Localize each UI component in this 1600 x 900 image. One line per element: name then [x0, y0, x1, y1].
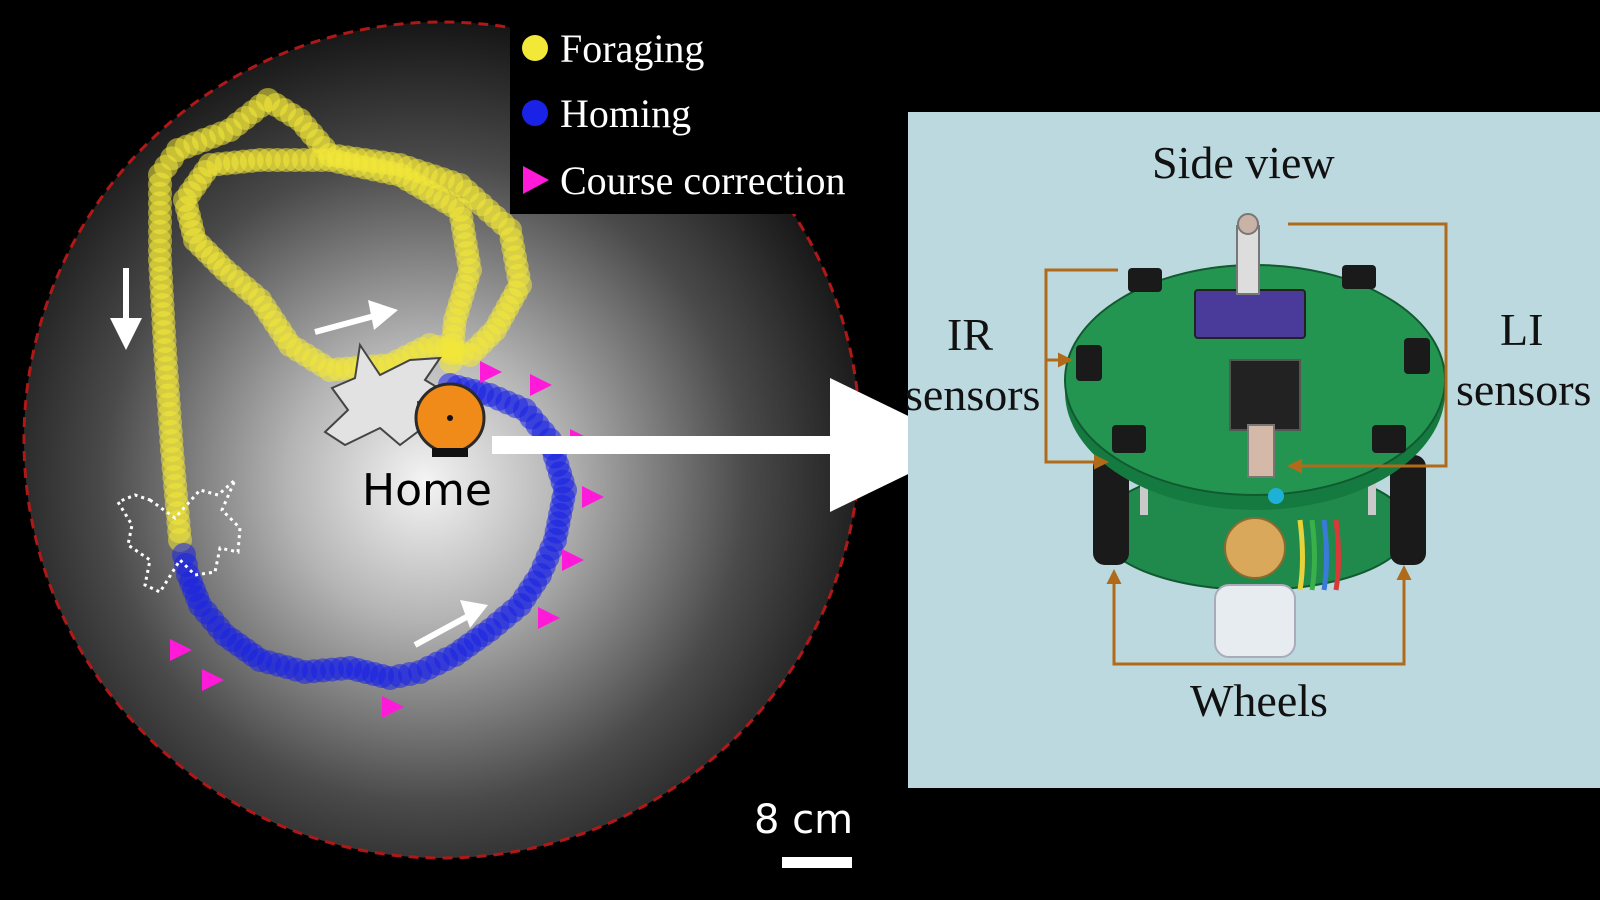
- lower-right-arrow-icon: [413, 600, 488, 648]
- robot-caster-icon: [1214, 584, 1296, 658]
- zoom-arrow-icon: [492, 378, 968, 512]
- panel-title: Side view: [1152, 137, 1335, 188]
- robot-microcontroller: [1194, 289, 1306, 339]
- li-label-line1: LI: [1500, 304, 1543, 355]
- home-structure: Home: [323, 342, 492, 516]
- down-arrow-icon: [110, 268, 142, 350]
- robot-illustration: [1064, 213, 1446, 658]
- robot-right-wheel-icon: [1390, 455, 1426, 565]
- ir-sensor-icon: [1112, 425, 1146, 453]
- robot-led-icon: [1268, 488, 1284, 504]
- li-label-line2: sensors: [1456, 364, 1591, 415]
- robot-standoff: [1368, 470, 1376, 515]
- ir-sensor-icon: [1076, 345, 1102, 381]
- li-sensor-icon: [1372, 425, 1406, 453]
- robot-wheel-icon: [432, 448, 468, 457]
- course-correction-markers: [170, 361, 604, 718]
- course-correction-triangle: [562, 549, 584, 571]
- robot-light-sensor-mast: [1236, 225, 1260, 295]
- legend-course-correction-icon: [523, 166, 549, 194]
- wheels-callout: [1112, 565, 1412, 666]
- robot-wires: [1297, 519, 1341, 591]
- legend: Foraging Homing Course correction: [510, 24, 902, 214]
- scale-bar: 8 cm: [754, 797, 853, 868]
- ir-callout: [1044, 268, 1118, 470]
- li-callout: [1287, 222, 1448, 474]
- ir-sensor-icon: [1128, 268, 1162, 292]
- ir-label-line1: IR: [947, 309, 993, 360]
- legend-homing-icon: [522, 100, 548, 126]
- robot-left-wheel-icon: [1093, 455, 1129, 565]
- course-correction-triangle: [538, 607, 560, 629]
- li-sensor-icon: [1404, 338, 1430, 374]
- legend-homing-label: Homing: [560, 91, 691, 136]
- direction-arrows: [110, 268, 488, 648]
- ir-label-line2: sensors: [905, 369, 1040, 420]
- homing-bead: [172, 543, 196, 567]
- callout-lines: [1044, 222, 1448, 666]
- robot-standoff: [1140, 470, 1148, 515]
- start-outline-icon: [115, 478, 242, 594]
- legend-box: [510, 24, 902, 214]
- course-correction-triangle: [530, 374, 552, 396]
- robot-heatsink: [1229, 359, 1301, 431]
- robot-light-sensor-front: [1247, 424, 1275, 478]
- robot-battery-icon: [1224, 517, 1286, 579]
- wheels-label: Wheels: [1190, 675, 1328, 726]
- li-sensor-icon: [1342, 265, 1376, 289]
- course-correction-triangle: [480, 361, 502, 383]
- scale-line: [782, 857, 852, 868]
- course-correction-triangle: [582, 486, 604, 508]
- foraging-trajectory: [148, 88, 532, 552]
- legend-foraging-icon: [522, 35, 548, 61]
- scale-label: 8 cm: [754, 797, 853, 843]
- legend-foraging-label: Foraging: [560, 26, 704, 71]
- robot-side-view-panel: Side view: [905, 112, 1600, 788]
- home-label: Home: [362, 465, 492, 516]
- up-right-arrow-icon: [314, 300, 398, 335]
- course-correction-triangle: [202, 669, 224, 691]
- robot-center-dot: [447, 415, 453, 421]
- foraging-bead: [438, 349, 463, 374]
- legend-course-correction-label: Course correction: [560, 158, 845, 203]
- course-correction-triangle: [382, 696, 404, 718]
- robot-light-sensor-top-icon: [1237, 213, 1259, 235]
- course-correction-triangle: [170, 639, 192, 661]
